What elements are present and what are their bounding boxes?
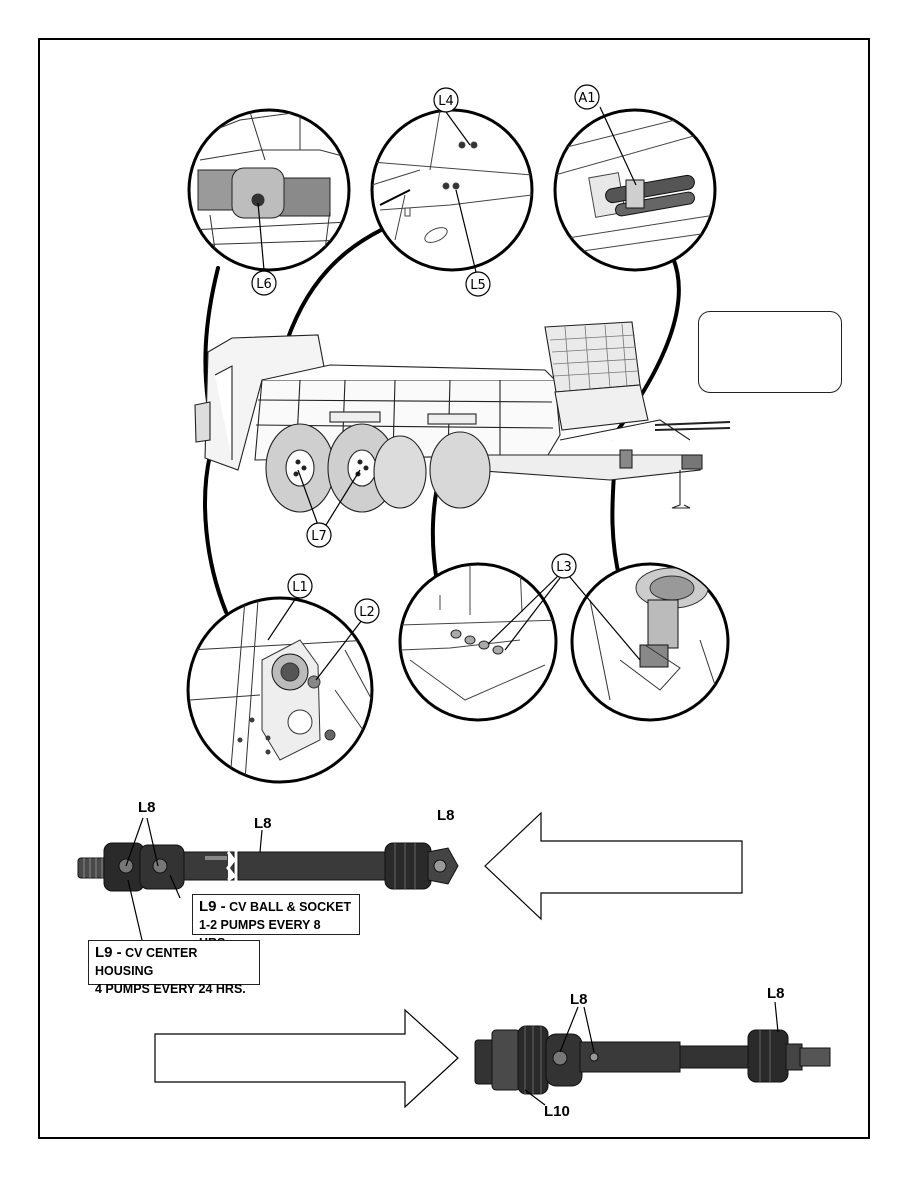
callout-l5: L5 bbox=[465, 271, 491, 297]
label-l10: L10 bbox=[544, 1103, 570, 1120]
svg-text:L7: L7 bbox=[311, 529, 327, 544]
callout-l1: L1 bbox=[287, 573, 313, 599]
page-border bbox=[38, 38, 870, 1139]
detail-circle-l1-l2 bbox=[186, 596, 374, 784]
svg-text:A1: A1 bbox=[578, 91, 595, 106]
callout-a1: A1 bbox=[574, 84, 600, 110]
connector-l12 bbox=[203, 453, 228, 614]
label-l8-bottom-right: L8 bbox=[767, 985, 785, 1002]
detail-circle-l6 bbox=[187, 108, 351, 272]
callout-l6: L6 bbox=[251, 270, 277, 296]
callout-l2: L2 bbox=[354, 598, 380, 624]
label-l8-bottom-left: L8 bbox=[570, 991, 588, 1008]
note-cv-ball-socket: L9 - CV BALL & SOCKET 1-2 PUMPS EVERY 8 … bbox=[192, 894, 360, 950]
callout-l4: L4 bbox=[433, 87, 459, 113]
label-l8-top-mid: L8 bbox=[254, 815, 272, 832]
spreader-illustration bbox=[194, 321, 731, 513]
svg-text:L3: L3 bbox=[556, 560, 572, 575]
arrow-left-outline bbox=[484, 811, 743, 921]
driveline-bottom bbox=[474, 1025, 831, 1095]
detail-circle-a1 bbox=[553, 106, 717, 272]
note-center-housing-title: CV CENTER HOUSING bbox=[95, 946, 198, 978]
detail-circle-l4-l5 bbox=[370, 108, 534, 273]
note-cv-center-housing: L9 - CV CENTER HOUSING 4 PUMPS EVERY 24 … bbox=[88, 940, 260, 996]
callout-l7: L7 bbox=[306, 522, 332, 548]
blank-note-box bbox=[698, 311, 842, 393]
label-l8-top-right: L8 bbox=[437, 807, 455, 824]
connector-l3b bbox=[610, 472, 622, 582]
detail-circle-l3-grease-bank bbox=[398, 562, 561, 722]
svg-text:L1: L1 bbox=[292, 580, 308, 595]
svg-text:L6: L6 bbox=[256, 277, 272, 292]
note-center-housing-interval: 4 PUMPS EVERY 24 HRS. bbox=[95, 982, 246, 996]
label-l8-top-left: L8 bbox=[138, 799, 156, 816]
driveline-top bbox=[77, 842, 459, 892]
note-ball-socket-title: CV BALL & SOCKET bbox=[229, 900, 352, 914]
svg-text:L5: L5 bbox=[470, 278, 486, 293]
note-ball-socket-code: L9 - bbox=[199, 898, 226, 915]
arrow-right-outline bbox=[154, 1008, 459, 1109]
note-center-housing-code: L9 - bbox=[95, 944, 122, 961]
svg-text:L2: L2 bbox=[359, 605, 375, 620]
detail-circle-l3-pump bbox=[568, 562, 730, 722]
callout-l3: L3 bbox=[551, 553, 577, 579]
svg-text:L4: L4 bbox=[438, 94, 454, 109]
